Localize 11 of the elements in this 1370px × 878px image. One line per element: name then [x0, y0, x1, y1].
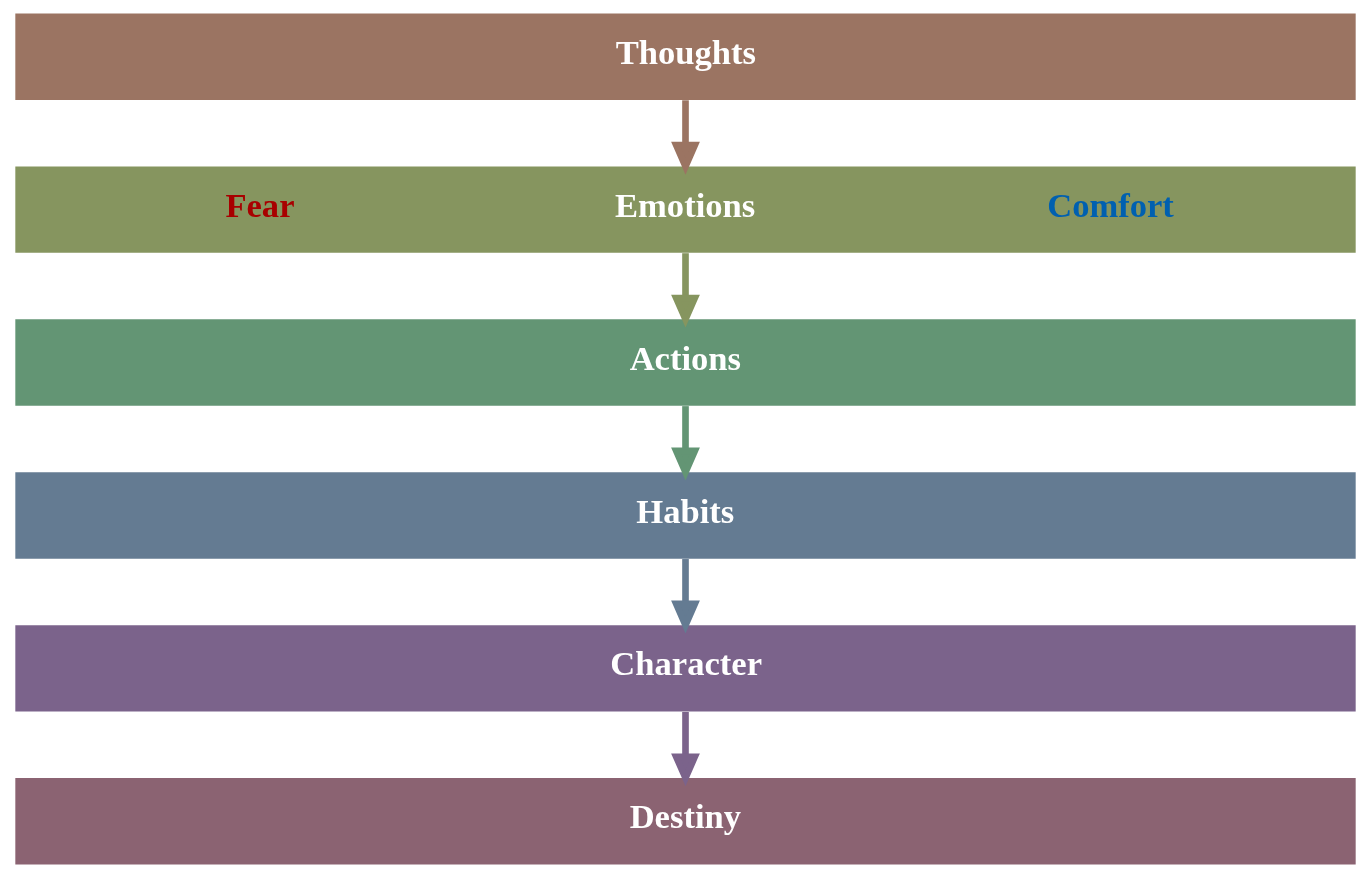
node-box: Destiny	[14, 778, 1356, 865]
arrow	[670, 253, 700, 328]
arrow	[670, 100, 700, 175]
node-box: Thoughts	[14, 13, 1356, 100]
node-box: Fear Emotions Comfort	[14, 166, 1356, 253]
node-box: Actions	[14, 319, 1356, 406]
node-box: Character	[14, 625, 1356, 712]
arrow	[670, 711, 700, 787]
arrow	[670, 406, 700, 481]
arrow	[670, 559, 700, 634]
node-box: Habits	[14, 472, 1356, 559]
